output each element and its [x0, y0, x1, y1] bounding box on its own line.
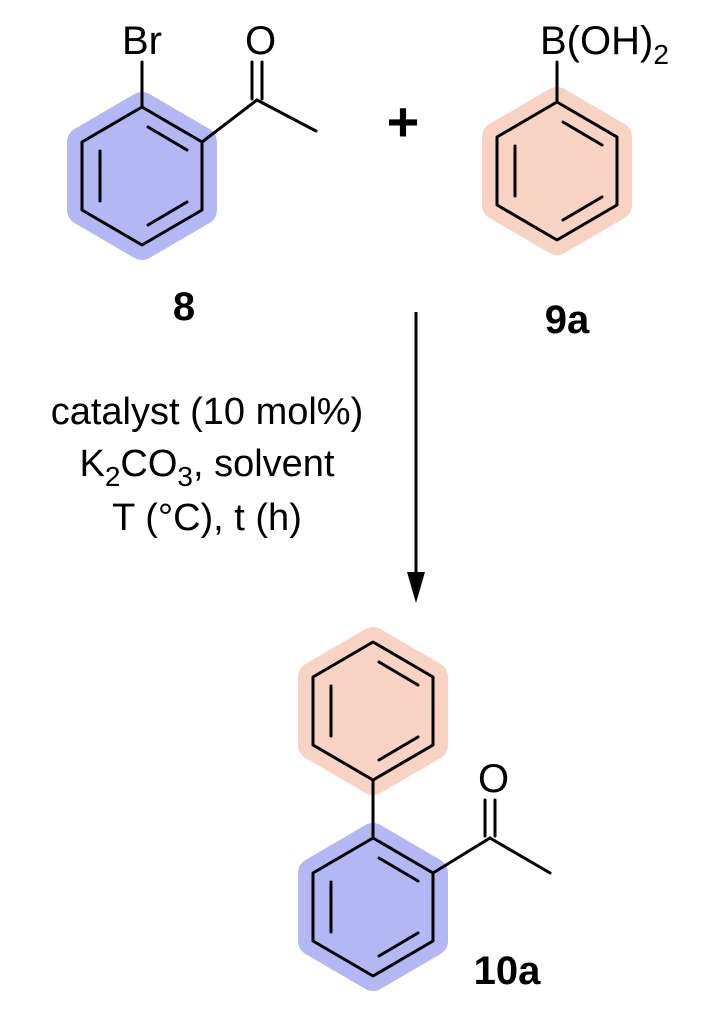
- reactant-9a-aromatic-double-bond: [561, 120, 604, 147]
- aryl-carbonyl-bond: [200, 98, 259, 144]
- bromine-atom-label: Br: [122, 19, 162, 63]
- compound-label-10a: 10a: [474, 949, 541, 993]
- product-aryl-carbonyl-bond: [431, 836, 492, 875]
- base-k-subscript: 2: [105, 461, 121, 492]
- reaction-arrow-head: [407, 572, 425, 603]
- product-phenyl-double-bond: [377, 735, 420, 762]
- reactant-8-structure: Br O: [67, 19, 318, 260]
- base-co: CO: [120, 443, 177, 485]
- condition-base-solvent: K2CO3, solvent: [79, 443, 334, 492]
- base-k: K: [79, 443, 104, 485]
- carbonyl-oxygen-label: O: [245, 19, 276, 63]
- product-methyl-bond: [488, 836, 552, 875]
- compound-label-9a: 9a: [545, 298, 590, 342]
- reactant-9a-aromatic-double-bond: [561, 195, 604, 222]
- product-aryl-double-bond: [377, 856, 420, 883]
- solvent-text: , solvent: [193, 443, 335, 485]
- plus-sign: +: [387, 90, 420, 153]
- product-10a-structure: O: [298, 627, 552, 991]
- compound-label-8: 8: [173, 285, 195, 329]
- base-co-subscript: 3: [177, 461, 193, 492]
- product-phenyl-double-bond: [377, 660, 420, 687]
- condition-catalyst: catalyst (10 mol%): [51, 391, 364, 433]
- boronic-acid-text: B(OH): [540, 19, 653, 63]
- reactant-8-aromatic-double-bond: [146, 125, 189, 152]
- boronic-acid-subscript: 2: [653, 39, 669, 70]
- reactant-9a-benzene-ring: [495, 100, 619, 242]
- product-aryl-double-bond: [377, 931, 420, 958]
- reactant-9a-structure: B(OH)2: [482, 19, 669, 255]
- methyl-bond: [255, 98, 318, 133]
- reactant-8-aromatic-double-bond: [146, 200, 189, 227]
- condition-temperature-time: T (°C), t (h): [112, 497, 302, 539]
- product-carbonyl-oxygen-label: O: [478, 757, 509, 801]
- boronic-acid-label: B(OH)2: [540, 19, 669, 70]
